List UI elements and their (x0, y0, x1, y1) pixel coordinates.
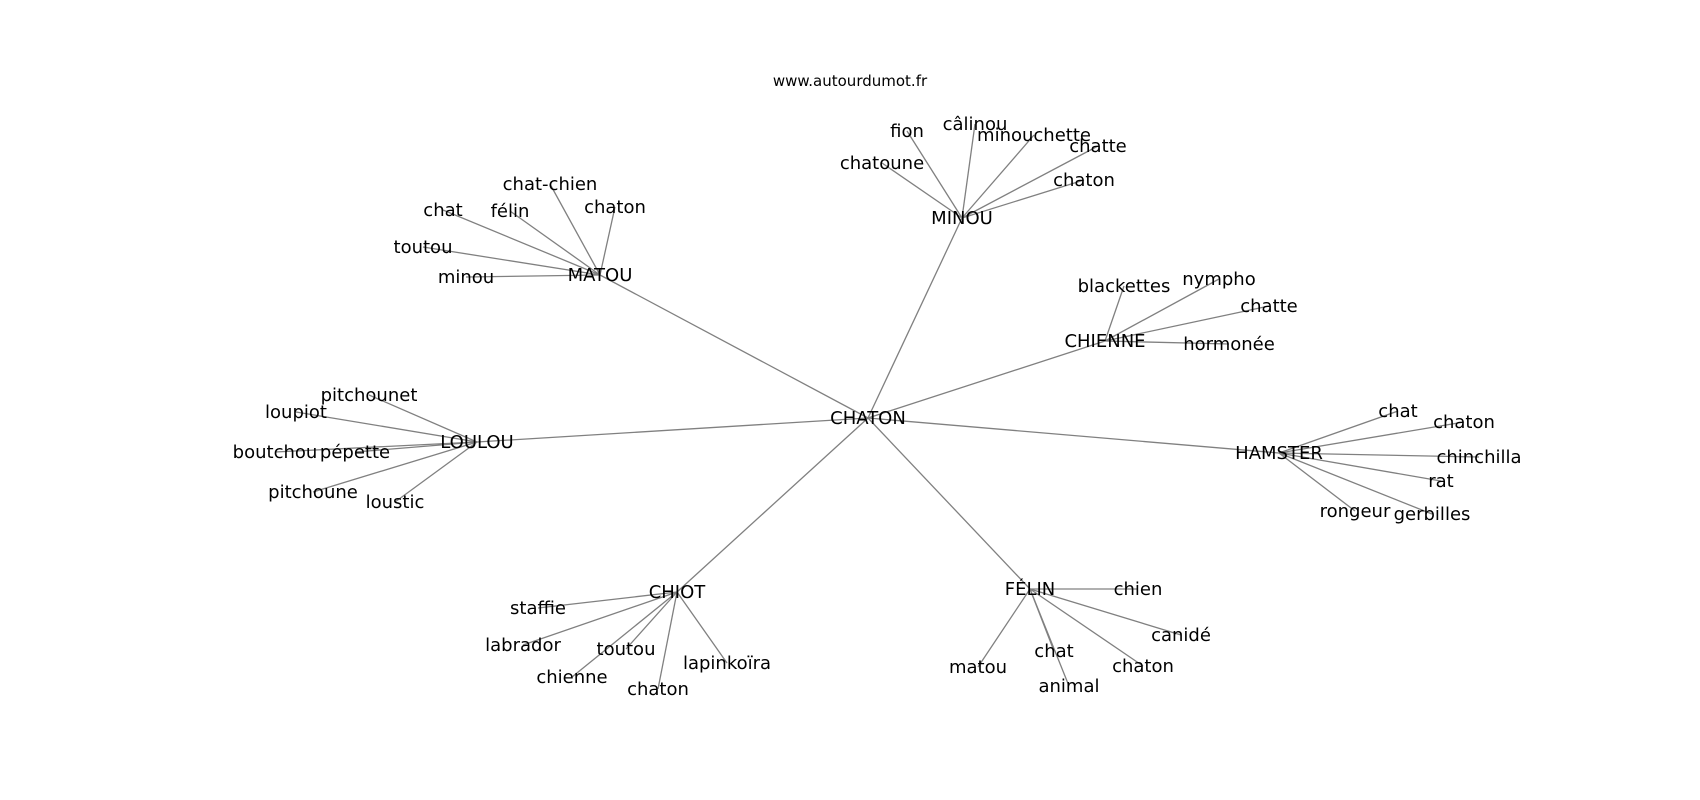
edge-leaf (422, 246, 601, 276)
edge-leaf (961, 134, 1035, 219)
hub-node-label: CHIOT (649, 582, 707, 603)
edge-leaf (1029, 588, 1182, 636)
edge-leaf (657, 591, 678, 690)
edge-leaf (1278, 421, 1465, 454)
edge-root-to-félin (867, 417, 1031, 590)
edge-leaf (442, 209, 601, 276)
edge-leaf (1104, 305, 1270, 342)
source-watermark: www.autourdumot.fr (772, 72, 928, 90)
leaf-node-label: canidé (1151, 625, 1211, 646)
edge-leaf (394, 441, 478, 503)
leaf-node-label: rongeur (1320, 501, 1391, 522)
edge-leaf (676, 591, 728, 664)
leaf-node-label: staffie (510, 598, 566, 619)
leaf-node-label: matou (949, 657, 1007, 678)
edge-leaf (1278, 452, 1356, 512)
edge-leaf (961, 123, 976, 219)
leaf-node-label: nympho (1182, 269, 1255, 290)
leaf-node-label: blackettes (1078, 276, 1171, 297)
leaf-node-label: hormonée (1183, 334, 1275, 355)
edge-root-to-hamster (867, 417, 1280, 454)
leaf-node-label: boutchou (233, 442, 318, 463)
edge-leaf (625, 591, 678, 650)
edge-leaf (881, 162, 963, 219)
edge-leaf (571, 591, 678, 678)
edge-leaf (1029, 588, 1070, 687)
edge-leaf (1278, 410, 1399, 454)
edge-leaf (368, 394, 478, 443)
root-node-label: CHATON (830, 408, 906, 429)
leaf-node-label: chien (1114, 579, 1163, 600)
leaf-node-label: chinchilla (1436, 447, 1521, 468)
leaf-node-label: minouchette (977, 125, 1091, 146)
edge-leaf (961, 145, 1099, 219)
hub-node-label: LOULOU (440, 432, 513, 453)
hub-node-label: FÉLIN (1005, 578, 1056, 600)
leaf-node-label: pépette (320, 442, 390, 463)
leaf-node-label: chatoune (840, 153, 924, 174)
leaf-node-label: chatte (1069, 136, 1127, 157)
edge-leaf (312, 441, 478, 493)
leaf-node-label: chat (423, 200, 462, 221)
edge-leaf (1104, 340, 1230, 345)
edge-leaf (1278, 452, 1433, 515)
hub-node-label: HAMSTER (1235, 443, 1323, 464)
hub-node-label: CHIENNE (1064, 331, 1145, 352)
edge-leaf (274, 441, 478, 453)
edge-leaf (961, 179, 1085, 219)
edge-leaf (1278, 452, 1480, 458)
edge-leaf (1104, 285, 1125, 342)
edges-layer (274, 123, 1480, 690)
leaf-node-label: chat (1378, 401, 1417, 422)
edge-leaf (549, 183, 601, 276)
edge-root-to-matou (599, 274, 869, 419)
edge-leaf (354, 441, 478, 453)
leaf-node-label: chaton (1433, 412, 1495, 433)
edge-leaf (509, 210, 601, 276)
edge-leaf (522, 591, 678, 646)
edge-leaf (1029, 588, 1144, 667)
leaf-node-label: chienne (536, 667, 607, 688)
leaf-node-label: chat-chien (503, 174, 598, 195)
edge-leaf (906, 130, 963, 219)
edge-leaf (977, 588, 1031, 668)
leaf-node-label: labrador (485, 635, 561, 656)
leaf-node-label: rat (1428, 471, 1454, 492)
leaf-node-label: minou (438, 267, 494, 288)
edge-leaf (295, 411, 478, 443)
edge-leaf (1278, 452, 1442, 482)
edge-leaf (465, 274, 601, 278)
leaf-node-label: lapinkoïra (683, 653, 771, 674)
leaf-node-label: fion (890, 121, 924, 142)
edge-root-to-minou (867, 217, 963, 419)
edge-root-to-chienne (867, 340, 1106, 419)
leaf-node-label: pitchoune (268, 482, 358, 503)
leaf-node-label: toutou (597, 639, 656, 660)
leaf-node-label: gerbilles (1394, 504, 1471, 525)
edge-root-to-loulou (476, 417, 869, 443)
leaf-node-label: chaton (584, 197, 646, 218)
leaf-node-label: animal (1038, 676, 1099, 697)
leaf-node-label: chatte (1240, 296, 1298, 317)
edge-root-to-chiot (676, 417, 869, 593)
leaf-node-label: chaton (1112, 656, 1174, 677)
leaf-node-label: chaton (627, 679, 689, 700)
leaf-node-label: pitchounet (321, 385, 418, 406)
edge-leaf (599, 206, 616, 276)
leaf-node-label: câlinou (943, 114, 1008, 135)
leaf-node-label: chat (1034, 641, 1073, 662)
leaf-node-label: félin (491, 201, 530, 222)
leaf-node-label: loustic (366, 492, 425, 513)
edge-leaf (537, 591, 678, 609)
labels-layer: CHATON MATOU chat-chien chat félin chaton tout… (233, 114, 1522, 700)
hub-node-label: MINOU (931, 208, 993, 229)
leaf-node-label: toutou (394, 237, 453, 258)
edge-leaf (1104, 278, 1220, 342)
leaf-node-label: loupiot (265, 402, 327, 423)
hub-node-label: MATOU (568, 265, 633, 286)
leaf-node-label: chaton (1053, 170, 1115, 191)
